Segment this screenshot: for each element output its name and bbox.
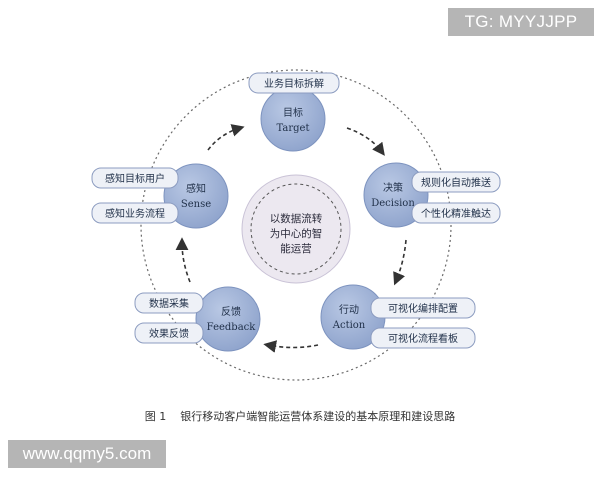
tag-target-1-label: 业务目标拆解 (264, 77, 324, 90)
node-decision-en: Decision (371, 198, 415, 209)
figure-caption: 图 1 银行移动客户端智能运营体系建设的基本原理和建设思路 (0, 408, 600, 424)
center-line-1: 以数据流转 (270, 212, 323, 225)
outer-ring (140, 69, 452, 381)
tag-decision-2-label: 个性化精准触达 (421, 207, 491, 220)
center-inner-ring (250, 183, 342, 275)
node-target-en: Target (277, 123, 310, 134)
arrow-decision-to-action (393, 239, 407, 286)
arrow-action-to-feedback (263, 340, 319, 353)
tag-decision-1-label: 规则化自动推送 (421, 176, 491, 189)
arrow-sense-to-target (207, 124, 245, 151)
tag-feedback-2 (134, 322, 204, 344)
arrow-feedback-to-sense (175, 237, 191, 283)
node-target (260, 86, 326, 152)
tag-action-2-label: 可视化流程看板 (388, 332, 458, 345)
tag-decision-1 (411, 171, 501, 193)
center-circle (241, 174, 351, 284)
node-target-cn: 目标 (283, 107, 303, 119)
tag-sense-1 (91, 167, 179, 189)
node-sense-en: Sense (181, 199, 211, 210)
center-line-3: 能运营 (280, 242, 312, 255)
center-line-2: 为中心的智 (270, 227, 323, 240)
tag-sense-2-label: 感知业务流程 (105, 207, 165, 220)
tag-feedback-1 (134, 292, 204, 314)
node-feedback-en: Feedback (207, 322, 257, 333)
figure-caption-text: 银行移动客户端智能运营体系建设的基本原理和建设思路 (180, 410, 456, 423)
node-sense-cn: 感知 (186, 182, 206, 195)
node-action-cn: 行动 (339, 303, 359, 316)
tag-feedback-2-label: 效果反馈 (149, 327, 189, 340)
arrow-target-to-decision (346, 127, 385, 156)
tag-feedback-1-label: 数据采集 (149, 297, 189, 310)
watermark-bottom: www.qqmy5.com (8, 440, 166, 468)
node-feedback-cn: 反馈 (221, 305, 241, 318)
tag-sense-2 (91, 202, 179, 224)
watermark-top: TG: MYYJJPP (448, 8, 594, 36)
tag-target-1 (248, 72, 340, 94)
tag-action-1 (370, 297, 476, 319)
figure-number: 图 1 (144, 410, 167, 423)
node-action-en: Action (332, 320, 366, 331)
tag-decision-2 (411, 202, 501, 224)
tag-sense-1-label: 感知目标用户 (105, 172, 165, 185)
node-feedback (195, 286, 261, 352)
node-sense (163, 163, 229, 229)
tag-action-2 (370, 327, 476, 349)
tag-action-1-label: 可视化编排配置 (388, 302, 458, 315)
node-decision-cn: 决策 (383, 181, 403, 194)
